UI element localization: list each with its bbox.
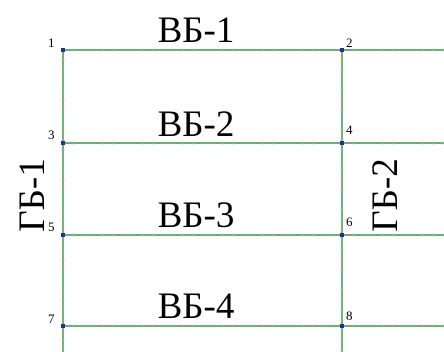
- node-label-3: 3: [48, 127, 55, 142]
- beam-label-2: ВБ-2: [158, 104, 235, 145]
- node-2-point: [340, 48, 344, 52]
- node-label-5: 5: [48, 219, 55, 234]
- node-label-1: 1: [48, 35, 55, 50]
- beam-labels: ВБ-1 ВБ-2 ВБ-3 ВБ-4: [158, 10, 235, 327]
- node-3-point: [61, 141, 65, 145]
- beam-label-3: ВБ-3: [158, 195, 235, 236]
- girder-label-1: ГБ-1: [12, 158, 53, 231]
- node-8-point: [340, 324, 344, 328]
- beam-label-1: ВБ-1: [158, 10, 235, 51]
- node-label-7: 7: [48, 311, 55, 326]
- node-4-point: [340, 141, 344, 145]
- node-1-point: [61, 48, 65, 52]
- node-label-6: 6: [346, 214, 353, 229]
- node-label-8: 8: [346, 308, 353, 323]
- node-7-point: [61, 324, 65, 328]
- node-label-2: 2: [346, 35, 353, 50]
- node-labels: 1 2 3 4 5 6 7 8: [48, 35, 353, 326]
- node-label-4: 4: [346, 122, 353, 137]
- girder-labels: ГБ-1 ГБ-2: [12, 158, 406, 231]
- node-5-point: [61, 233, 65, 237]
- nodes: [61, 48, 344, 328]
- girder-label-2: ГБ-2: [365, 158, 406, 231]
- beam-label-4: ВБ-4: [158, 286, 235, 327]
- node-6-point: [340, 233, 344, 237]
